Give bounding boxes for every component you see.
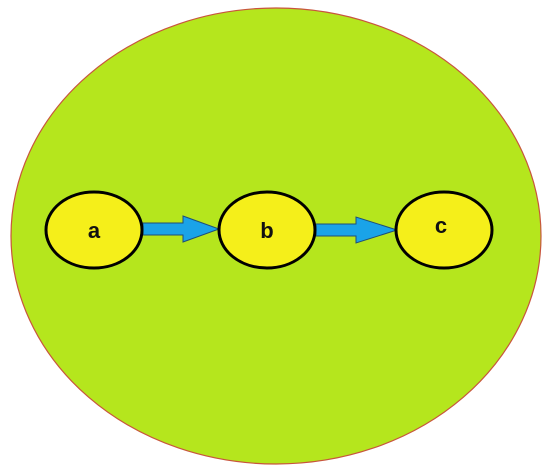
node-a-ellipse xyxy=(44,190,144,270)
edge-b-c xyxy=(315,216,399,244)
edge-a-b xyxy=(142,215,221,243)
arrow-b-to-c xyxy=(315,216,399,244)
node-b-label: b xyxy=(260,218,273,243)
node-b: b xyxy=(217,190,317,270)
node-a-label: a xyxy=(88,218,101,243)
arrow-a-to-b xyxy=(142,215,221,243)
node-a: a xyxy=(44,190,144,270)
node-c-label: c xyxy=(435,213,447,238)
node-b-ellipse xyxy=(217,190,317,270)
node-c: c xyxy=(394,190,494,270)
node-c-ellipse xyxy=(394,190,494,270)
